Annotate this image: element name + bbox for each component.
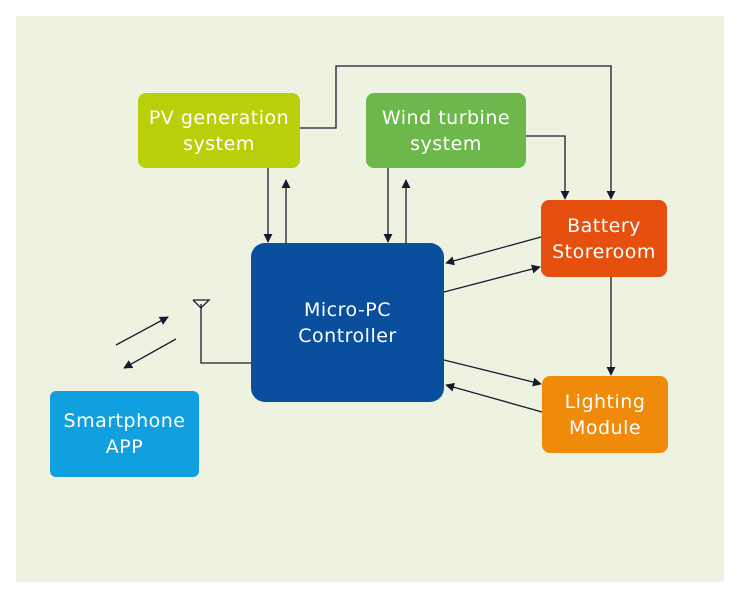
node-lighting-line2: Module — [568, 416, 642, 439]
node-lighting-module: Lighting Module — [542, 376, 668, 453]
node-pv-generation: PV generation system — [138, 93, 300, 168]
antenna-feed-line — [200, 304, 251, 364]
node-battery-storeroom: Battery Storeroom — [541, 200, 667, 277]
node-battery-line1: Battery — [567, 214, 641, 237]
node-smartphone-line2: APP — [105, 436, 144, 458]
arrow-controller-to-battery — [443, 264, 541, 293]
node-battery-line2: Storeroom — [552, 240, 656, 263]
arrow-controller-to-lighting — [443, 359, 542, 387]
node-wind-line1: Wind turbine — [381, 106, 511, 129]
wireless-downlink-arrow — [123, 338, 177, 369]
arrow-pv-to-battery — [300, 65, 616, 200]
node-lighting-line1: Lighting — [564, 390, 646, 413]
node-pv-line1: PV generation — [148, 106, 290, 129]
node-controller-line2: Controller — [298, 324, 397, 347]
antenna-icon — [192, 299, 211, 309]
node-smartphone-app: Smartphone APP — [50, 391, 199, 477]
node-micro-pc-controller: Micro-PC Controller — [251, 243, 444, 402]
node-pv-line2: system — [183, 132, 255, 155]
node-smartphone-line1: Smartphone — [63, 410, 186, 432]
arrow-wind-to-battery — [526, 135, 570, 200]
node-wind-line2: system — [410, 132, 482, 155]
arrow-battery-to-controller — [445, 236, 542, 266]
wireless-uplink-arrow — [115, 316, 169, 346]
node-wind-turbine: Wind turbine system — [366, 93, 526, 168]
node-controller-line1: Micro-PC — [303, 298, 392, 321]
arrow-lighting-to-controller — [445, 382, 543, 413]
